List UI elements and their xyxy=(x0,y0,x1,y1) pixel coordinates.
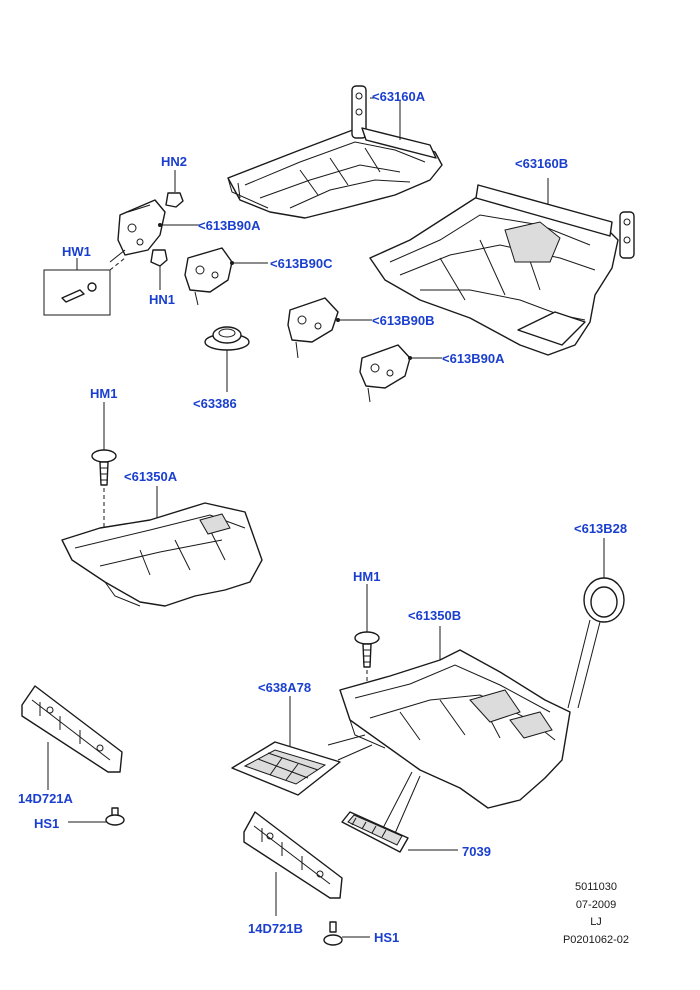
grille-638a78 xyxy=(231,741,341,796)
callout-hn2: HN2 xyxy=(161,154,187,169)
callout-14d721b: 14D721B xyxy=(248,921,303,936)
push-pin-hm1-lower xyxy=(354,631,380,668)
hinge-bracket-613b90c xyxy=(184,247,233,306)
callout-613b90b: <613B90B xyxy=(372,313,435,328)
footer-line-2: 07-2009 xyxy=(576,899,616,911)
seat-frame-63160a xyxy=(227,85,443,219)
callout-7039: 7039 xyxy=(462,844,491,859)
callout-hn1: HN1 xyxy=(149,292,175,307)
floor-panel-61350a xyxy=(61,502,263,607)
floor-panel-61350b xyxy=(339,649,571,809)
callout-63160b: <63160B xyxy=(515,156,568,171)
screw-hs1-right xyxy=(323,921,343,946)
callout-63160a: <63160A xyxy=(372,89,426,104)
callout-hw1: HW1 xyxy=(62,244,91,259)
callout-14d721a: 14D721A xyxy=(18,791,74,806)
callout-hs1-right: HS1 xyxy=(374,930,399,945)
nut-hn1 xyxy=(150,249,168,267)
callout-613b90a-upper: <613B90A xyxy=(198,218,261,233)
footer-line-3: LJ xyxy=(590,916,602,928)
callout-638a78: <638A78 xyxy=(258,680,311,695)
grommet-63386 xyxy=(204,326,250,351)
footer-line-4: P0201062-02 xyxy=(563,934,629,946)
callout-613b90a-lower: <613B90A xyxy=(442,351,505,366)
callout-63386: <63386 xyxy=(193,396,237,411)
grommet-ring-613b28 xyxy=(583,577,625,623)
nut-hn2 xyxy=(165,192,184,208)
trim-14d721a xyxy=(21,685,123,773)
hinge-bracket-613b90b xyxy=(287,297,339,359)
bolt-hw1-box xyxy=(43,269,111,316)
callout-613b90c: <613B90C xyxy=(270,256,333,271)
hinge-bracket-613b90a-left xyxy=(109,199,166,263)
callout-61350b: <61350B xyxy=(408,608,461,623)
push-pin-hm1-upper xyxy=(91,449,117,486)
hinge-bracket-613b90a-right xyxy=(359,344,411,403)
trim-14d721b xyxy=(243,811,343,899)
callout-hs1-left: HS1 xyxy=(34,816,59,831)
callout-hm1-upper: HM1 xyxy=(90,386,117,401)
footer-line-1: 5011030 xyxy=(575,881,617,893)
callout-61350a: <61350A xyxy=(124,469,178,484)
callout-hm1-lower: HM1 xyxy=(353,569,380,584)
screw-hs1-left xyxy=(105,807,125,826)
vent-7039 xyxy=(341,811,409,853)
callout-613b28: <613B28 xyxy=(574,521,627,536)
seat-frame-63160b xyxy=(369,184,635,356)
